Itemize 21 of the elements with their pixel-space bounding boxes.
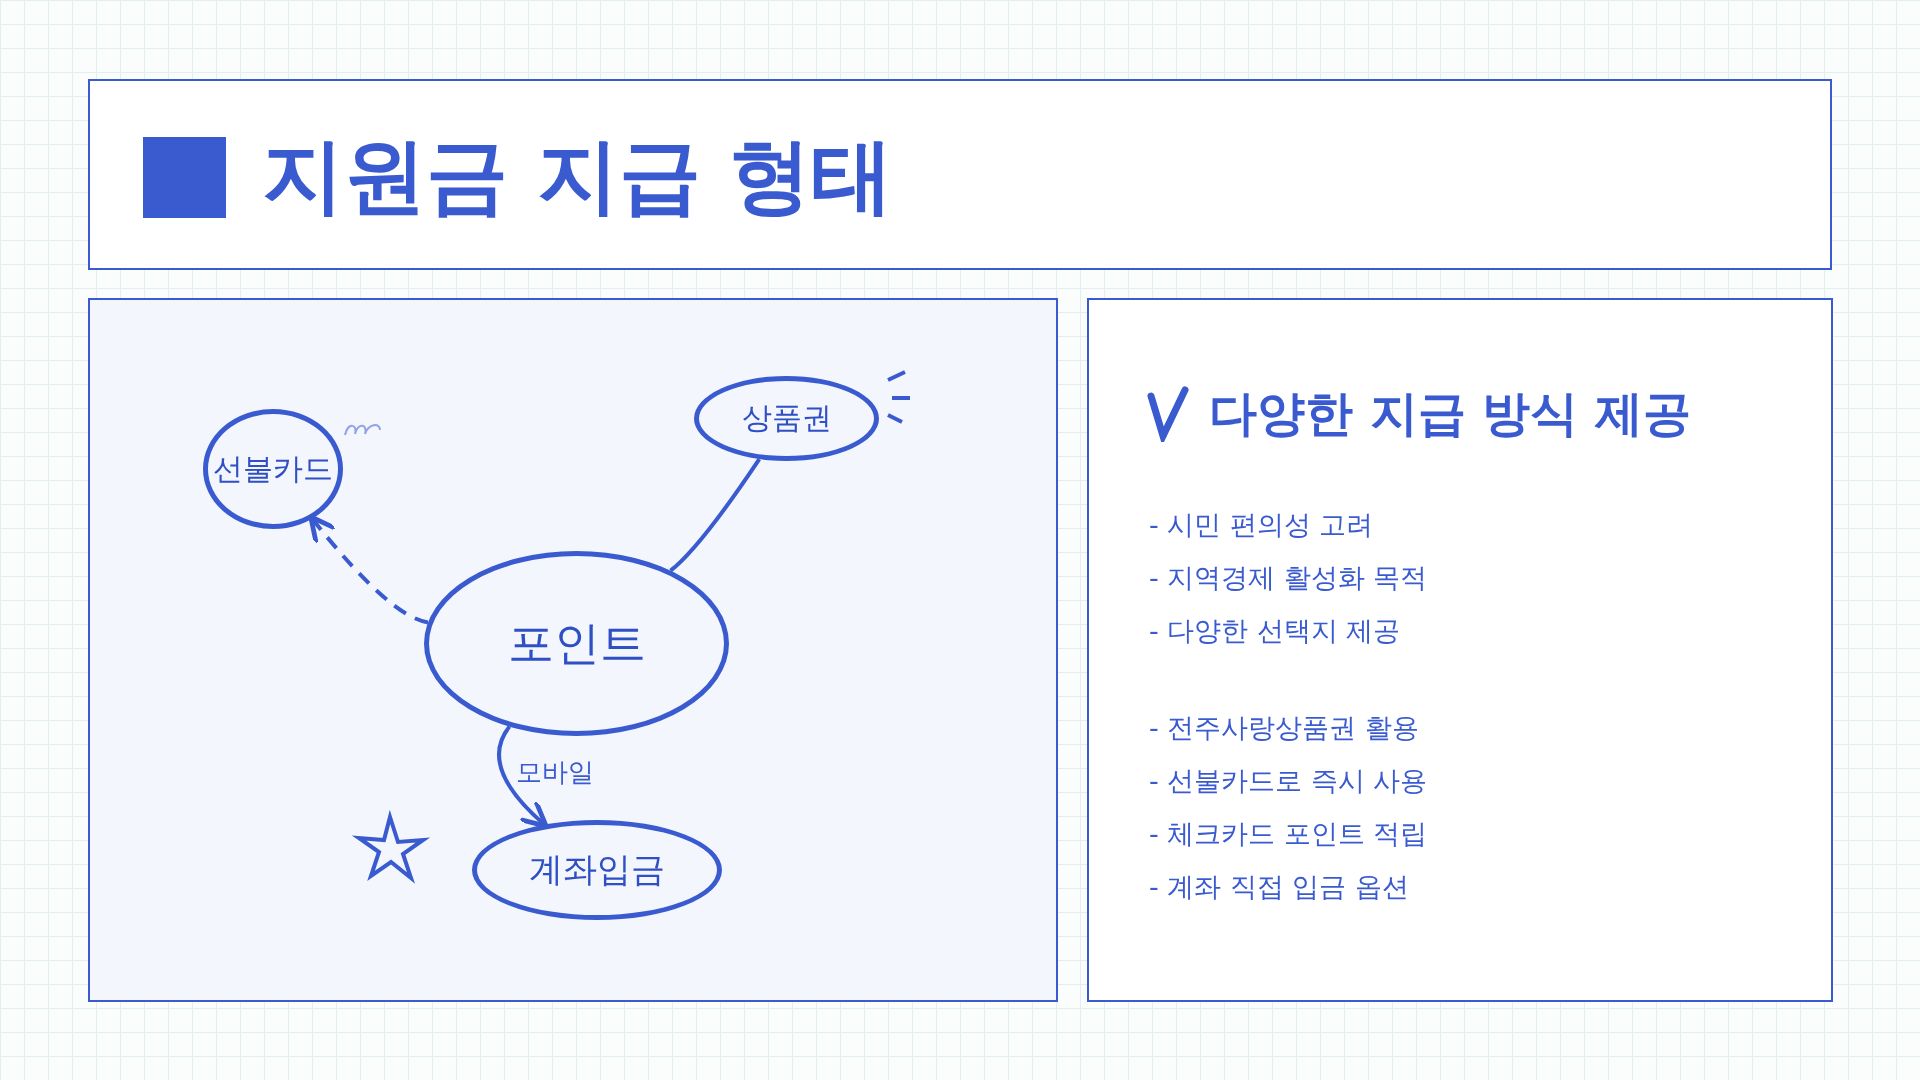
connector-line [669,457,761,573]
ellipse-node [203,409,343,529]
node-label: 포인트 [507,614,646,672]
arrow [308,514,429,625]
list-item: - 계좌 직접 입금 옵션 [1149,870,1410,904]
ellipse-node [472,820,722,920]
ellipse-node [694,376,879,461]
list-item: - 지역경제 활성화 목적 [1149,561,1428,595]
edge-label: 모바일 [516,756,595,790]
list-item: - 체크카드 포인트 적립 [1149,817,1428,851]
arrow [497,725,549,829]
list-item: - 전주사랑상품권 활용 [1149,711,1419,745]
title: 지원금 지급 형태 [262,127,894,225]
node-label: 계좌입금 [529,848,665,891]
node-label: 선불카드 [213,449,333,488]
heading: 다양한 지급 방식 제공 [1209,384,1692,443]
list-item: - 선불카드로 즉시 사용 [1149,764,1428,798]
ellipse-node [424,551,729,736]
node-label: 상품권 [741,399,832,437]
list-item: - 다양한 선택지 제공 [1149,614,1401,648]
list-item: - 시민 편의성 고려 [1149,508,1374,542]
